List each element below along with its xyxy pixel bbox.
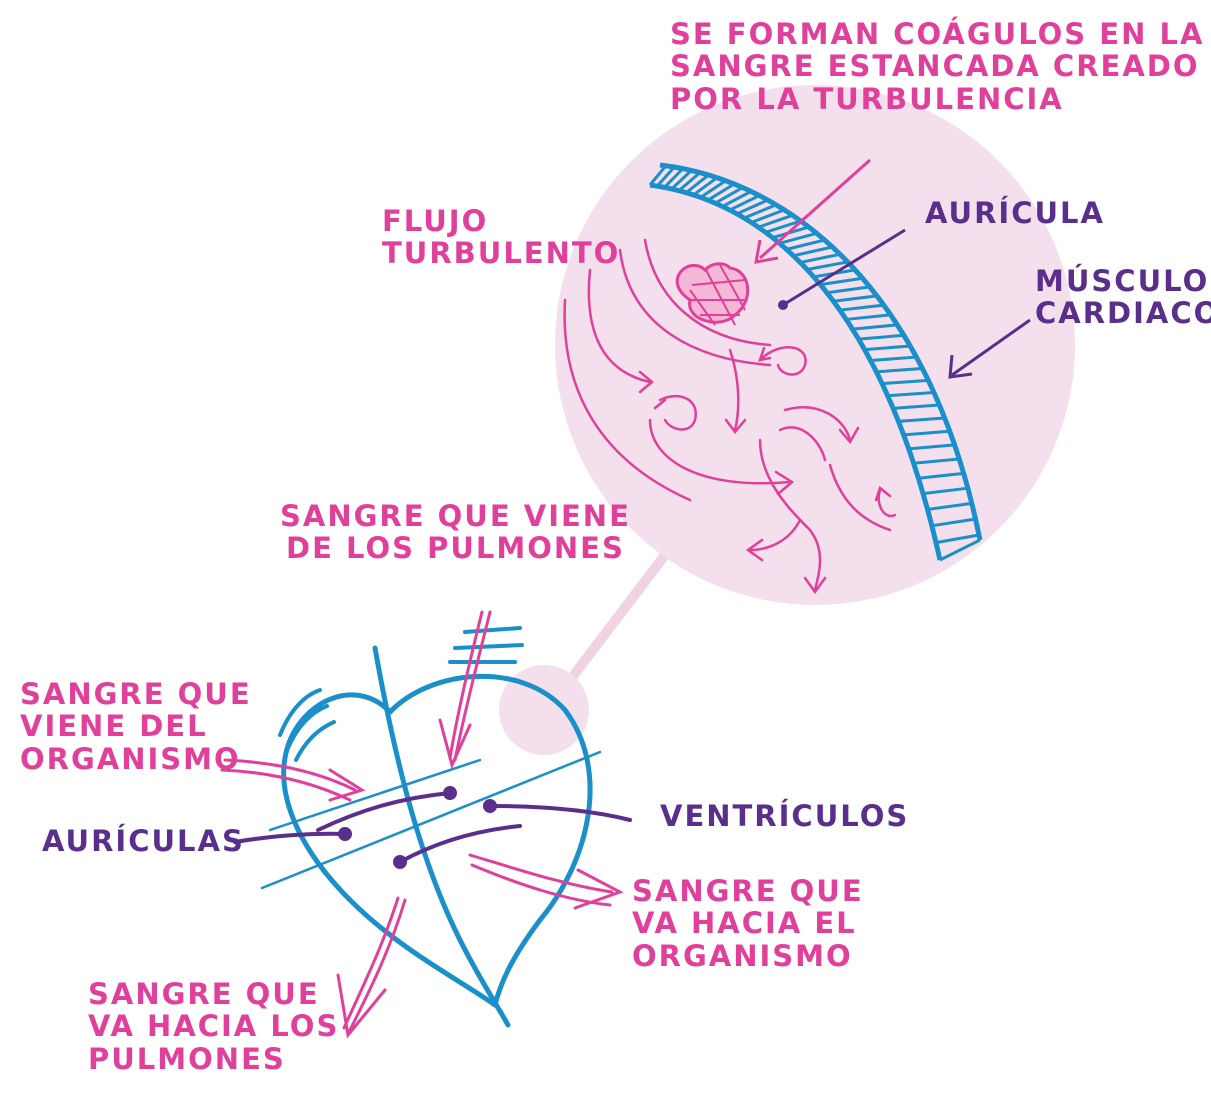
hatch-mark: [757, 213, 794, 229]
zoom-connector: [566, 551, 669, 684]
hatch-mark: [750, 208, 785, 224]
hatch-mark: [887, 390, 935, 398]
hatch-mark: [913, 457, 960, 465]
hatch-mark: [839, 303, 884, 312]
hatch-mark: [721, 190, 752, 208]
hatch-mark: [707, 182, 735, 202]
heart-flow-arrows: [220, 610, 624, 1039]
hatch-mark: [699, 179, 727, 199]
zoom-source-circle: [499, 665, 589, 755]
label-clot-note: SE FORMAN COÁGULOS EN LA SANGRE ESTANCAD…: [670, 17, 1205, 116]
hatch-mark: [729, 194, 761, 212]
hatch-mark: [799, 252, 841, 264]
hatch-mark: [736, 198, 769, 216]
label-blood-to-body: SANGRE QUE VA HACIA EL ORGANISMO: [632, 874, 864, 973]
hatch-mark: [922, 486, 969, 496]
label-turbulent-flow: FLUJO TURBULENTO: [382, 204, 621, 271]
label-blood-to-lungs: SANGRE QUE VA HACIA LOS PULMONES: [88, 977, 340, 1076]
label-blood-from-body: SANGRE QUE VIENE DEL ORGANISMO: [20, 677, 252, 776]
label-blood-from-lungs: SANGRE QUE VIENE DE LOS PULMONES: [280, 499, 631, 566]
hatch-mark: [820, 276, 863, 287]
turbulent-flow-arrows: [563, 238, 897, 595]
hatch-mark: [846, 313, 891, 321]
hatch-mark: [870, 355, 917, 363]
hatch-mark: [656, 166, 676, 188]
hatch-mark: [786, 238, 825, 251]
heart-pointers: [233, 786, 632, 869]
clot-pointer: [754, 158, 871, 264]
hatch-mark: [779, 231, 818, 245]
hatch-mark: [935, 533, 980, 545]
hatch-mark: [765, 219, 802, 234]
muscle-pointer: [948, 318, 1031, 379]
hatch-mark: [677, 171, 701, 192]
hatch-mark: [892, 403, 940, 410]
hatch-mark: [663, 167, 684, 189]
hatch-mark: [931, 517, 976, 528]
hatch-mark: [876, 367, 923, 374]
hatch-mark: [714, 186, 744, 205]
clot-icon: [675, 262, 750, 326]
hatch-mark: [793, 245, 833, 258]
hatch-mark: [806, 260, 848, 271]
hatch-mark: [670, 169, 693, 191]
hatch-mark: [918, 471, 964, 480]
hatch-mark: [685, 173, 710, 194]
hatch-mark: [939, 538, 981, 562]
hatch-mark: [881, 378, 929, 386]
hatch-mark: [833, 294, 878, 303]
hatch-mark: [743, 203, 777, 220]
hatch-mark: [858, 333, 904, 341]
hatch-mark: [648, 164, 668, 186]
label-ventricles: VENTRÍCULOS: [660, 799, 910, 833]
heart-muscle-wall: [648, 162, 983, 562]
hatch-mark: [692, 176, 718, 197]
label-atria: AURÍCULAS: [42, 824, 245, 858]
hatch-mark: [903, 429, 950, 437]
hatch-mark: [927, 501, 973, 511]
hatch-mark: [898, 416, 945, 423]
hatch-mark: [864, 344, 911, 352]
label-heart-muscle: MÚSCULO CARDIACO: [1035, 264, 1211, 331]
hatch-mark: [908, 443, 955, 451]
hatch-mark: [852, 323, 898, 331]
atrium-pointer: [778, 228, 906, 310]
label-atrium: AURÍCULA: [925, 196, 1105, 230]
hatch-mark: [826, 285, 870, 295]
